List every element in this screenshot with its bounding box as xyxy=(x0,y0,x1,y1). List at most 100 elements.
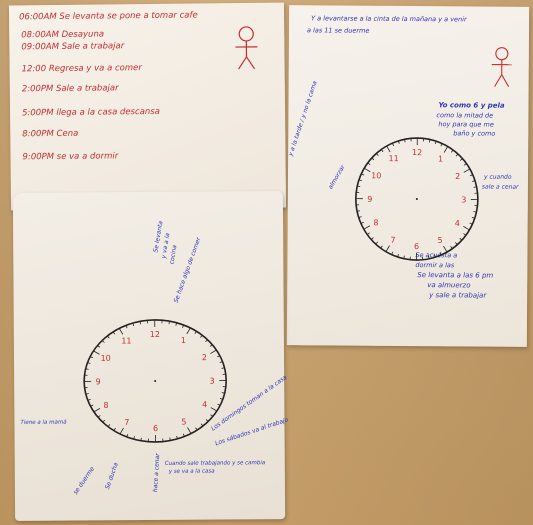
clock-number: 12 xyxy=(412,148,422,157)
clock-tick xyxy=(221,392,225,394)
clock-tick xyxy=(371,157,375,161)
note: Cuando sale trabajando y se cambia xyxy=(164,460,266,467)
clock-tick xyxy=(139,321,142,325)
clock-tick xyxy=(380,245,383,249)
schedule-item: 5:00PM llega a la casa descansa xyxy=(22,106,160,119)
clock-tick xyxy=(176,435,178,439)
clock-number: 9 xyxy=(96,377,101,386)
clock-tick xyxy=(132,322,135,327)
clock-tick xyxy=(472,180,476,182)
vertical-note: almorzar xyxy=(327,163,347,191)
note: Se levanta a las 6 pm xyxy=(417,271,494,280)
clock-tick xyxy=(97,415,101,418)
clock-tick xyxy=(469,174,473,177)
clock-number: 8 xyxy=(373,218,378,227)
clock-tick xyxy=(119,427,124,435)
vertical-note: se duerme xyxy=(72,465,97,496)
clock-tick xyxy=(107,335,110,339)
clock-number: 5 xyxy=(181,417,186,426)
clock-tick xyxy=(463,168,471,173)
note: hoy para que me xyxy=(438,120,494,129)
clock-center xyxy=(154,379,157,382)
clock-tick xyxy=(463,226,470,231)
clock-tick xyxy=(182,324,185,328)
clock-center xyxy=(415,198,418,201)
clock-tick xyxy=(217,403,221,406)
clock-number: 7 xyxy=(124,418,129,427)
clock-tick xyxy=(450,245,453,249)
note: va almuerzo xyxy=(427,281,471,290)
clock-tick xyxy=(102,419,106,423)
schedule-item: 9:00PM se va a dormir xyxy=(22,151,119,163)
clock-tick xyxy=(463,233,467,236)
clock-tick xyxy=(385,245,390,252)
clock-tick xyxy=(169,437,171,441)
bottom-clock-poster: Se levanta y va a la cocina Se hace algo… xyxy=(12,191,289,521)
clock-tick xyxy=(87,398,91,401)
clock-tick xyxy=(370,237,374,240)
clock-tick xyxy=(443,146,449,153)
clock-number: 1 xyxy=(181,336,186,345)
note: y se va a la casa xyxy=(168,468,215,475)
note: sale a cenar xyxy=(481,183,519,191)
clock-number: 5 xyxy=(437,236,442,245)
schedule-item: 06:00AM Se levanta se pone a tomar cafe xyxy=(19,10,198,23)
clock-tick xyxy=(455,153,459,157)
clock-tick xyxy=(404,139,406,143)
clock-tick xyxy=(216,355,221,358)
right-clock-poster: Y a levantarse a la cinta de la mañana y… xyxy=(286,5,530,347)
vertical-note: cocina xyxy=(168,244,179,265)
clock-tick xyxy=(367,232,370,235)
clock-tick xyxy=(175,322,178,326)
clock-tick xyxy=(455,242,458,245)
schedule-poster: 06:00AM Se levanta se pone a tomar cafe … xyxy=(8,2,287,211)
clock-tick xyxy=(363,225,371,230)
clock-tick xyxy=(358,216,362,218)
clock-tick xyxy=(428,255,430,259)
schedule-item: 12:00 Regresa y va a comer xyxy=(21,63,142,75)
clock-tick xyxy=(358,179,362,182)
clock-tick xyxy=(364,167,371,173)
clock-tick xyxy=(113,427,116,431)
clock-tick xyxy=(386,145,391,153)
clock-tick xyxy=(376,153,379,156)
clock-tick xyxy=(205,419,209,422)
vertical-note: Se ducha xyxy=(103,461,120,491)
clock-tick xyxy=(205,339,208,343)
clock-tick xyxy=(357,210,361,212)
clock-tick xyxy=(85,368,89,370)
clock-number: 9 xyxy=(367,195,372,204)
vertical-note: y a la tarde / y no la cama xyxy=(287,80,319,158)
clock-number: 10 xyxy=(371,171,381,180)
clock-tick xyxy=(168,321,170,325)
clock-tick xyxy=(112,331,116,335)
clock-tick xyxy=(403,255,405,259)
clock-tick xyxy=(221,367,225,369)
clock-tick xyxy=(125,325,128,329)
clock-number: 4 xyxy=(455,219,460,228)
clock-tick xyxy=(186,327,191,335)
clock-tick xyxy=(126,433,129,438)
clock-tick xyxy=(381,149,384,153)
note: como la mitad de xyxy=(436,111,494,120)
clock-tick xyxy=(187,427,192,434)
clock-tick xyxy=(450,149,454,153)
clock-tick xyxy=(118,328,124,335)
clock-tick xyxy=(85,393,89,395)
clock-number: 3 xyxy=(461,195,466,204)
clock-tick xyxy=(433,254,436,258)
schedule-item: 08:00AM Desayuna xyxy=(21,29,105,41)
schedule-item: 8:00PM Cena xyxy=(22,128,79,140)
note: y sale a trabajar xyxy=(429,291,487,300)
clock-tick xyxy=(89,356,94,359)
clock-tick xyxy=(133,436,135,440)
clock-tick xyxy=(140,437,142,441)
clock-tick xyxy=(90,404,94,407)
clock-number: 8 xyxy=(103,401,108,410)
clock-number: 10 xyxy=(101,354,111,363)
clock-tick xyxy=(392,143,394,147)
clock-number: 11 xyxy=(388,154,398,163)
stick-figure-drawing xyxy=(235,26,258,70)
